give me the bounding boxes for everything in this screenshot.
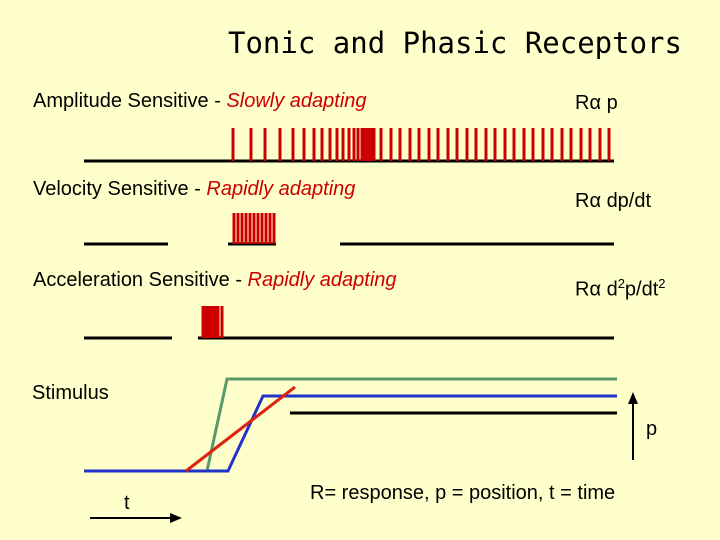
stimulus-red-trace <box>185 385 296 473</box>
formula-acceleration: Rα d2p/dt2 <box>575 276 666 302</box>
row-label-prefix: Velocity Sensitive - <box>33 178 207 200</box>
page-title: Tonic and Phasic Receptors <box>228 26 682 60</box>
formula-exponent: 2 <box>617 276 625 291</box>
p-axis-label: p <box>646 418 658 440</box>
formula-text: Rα dp/dt <box>575 190 652 212</box>
amplitude-spike-train <box>231 128 611 161</box>
p-axis-arrow <box>628 392 638 460</box>
formula-text: p/dt <box>624 278 659 301</box>
stimulus-label: Stimulus <box>32 382 109 404</box>
legend-text: R= response, p = position, t = time <box>310 482 616 504</box>
t-axis-label: t <box>124 492 130 514</box>
row-label-adaptation: Slowly adapting <box>226 90 367 112</box>
row-label-adaptation: Rapidly adapting <box>247 269 397 291</box>
formula-velocity: Rα dp/dt <box>575 190 651 213</box>
row-label-velocity: Velocity Sensitive - Rapidly adapting <box>33 178 355 201</box>
velocity-spike-train <box>232 213 276 244</box>
formula-text: Rα p <box>575 92 618 114</box>
acceleration-spike-train <box>201 306 224 338</box>
row-label-acceleration: Acceleration Sensitive - Rapidly adaptin… <box>33 269 397 292</box>
formula-exponent: 2 <box>658 276 666 291</box>
stimulus-blue-trace <box>84 394 617 473</box>
formula-text: Rα d <box>575 278 618 301</box>
row-label-prefix: Acceleration Sensitive - <box>33 269 248 291</box>
row-label-adaptation: Rapidly adapting <box>206 178 356 200</box>
stimulus-green-trace <box>205 377 617 472</box>
row-label-amplitude: Amplitude Sensitive - Slowly adapting <box>33 90 367 113</box>
row-label-prefix: Amplitude Sensitive - <box>33 90 227 112</box>
t-axis-arrow <box>90 513 182 523</box>
formula-amplitude: Rα p <box>575 92 618 115</box>
